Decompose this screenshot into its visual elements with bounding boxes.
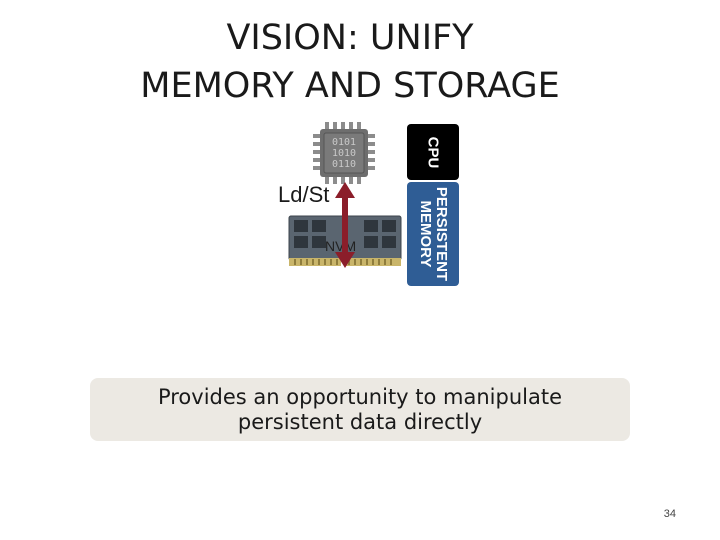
chip-bits-1: 0101 — [332, 137, 356, 148]
title-line-2: MEMORY AND STORAGE — [140, 66, 560, 106]
persistent-memory-line-2: MEMORY — [417, 200, 434, 268]
persistent-memory-tab: PERSISTENT MEMORY — [407, 182, 459, 286]
persistent-memory-label: PERSISTENT MEMORY — [417, 186, 450, 282]
persistent-memory-line-1: PERSISTENT — [433, 186, 450, 282]
chip-bits-3: 0110 — [332, 159, 356, 170]
callout-line-1: Provides an opportunity to manipulate — [157, 384, 563, 409]
arrow-svg — [335, 182, 355, 268]
chip-bits-2: 1010 — [332, 148, 356, 159]
nvm-label: NVM — [325, 238, 357, 254]
callout-text: Provides an opportunity to manipulate pe… — [90, 378, 630, 441]
bidirectional-arrow-icon — [334, 180, 356, 270]
slide-title: VISION: UNIFY MEMORY AND STORAGE — [100, 14, 600, 110]
cpu-chip-icon: 0101 1010 0110 — [311, 120, 377, 186]
page-number: 34 — [663, 508, 676, 520]
load-store-label: Ld/St — [278, 182, 330, 207]
cpu-chip-svg: 0101 1010 0110 — [313, 122, 375, 184]
cpu-tab: CPU — [407, 124, 459, 180]
title-line-1: VISION: UNIFY — [226, 18, 474, 58]
callout-line-2: persistent data directly — [237, 409, 483, 434]
callout-box: Provides an opportunity to manipulate pe… — [90, 378, 630, 441]
cpu-label: CPU — [424, 136, 442, 168]
